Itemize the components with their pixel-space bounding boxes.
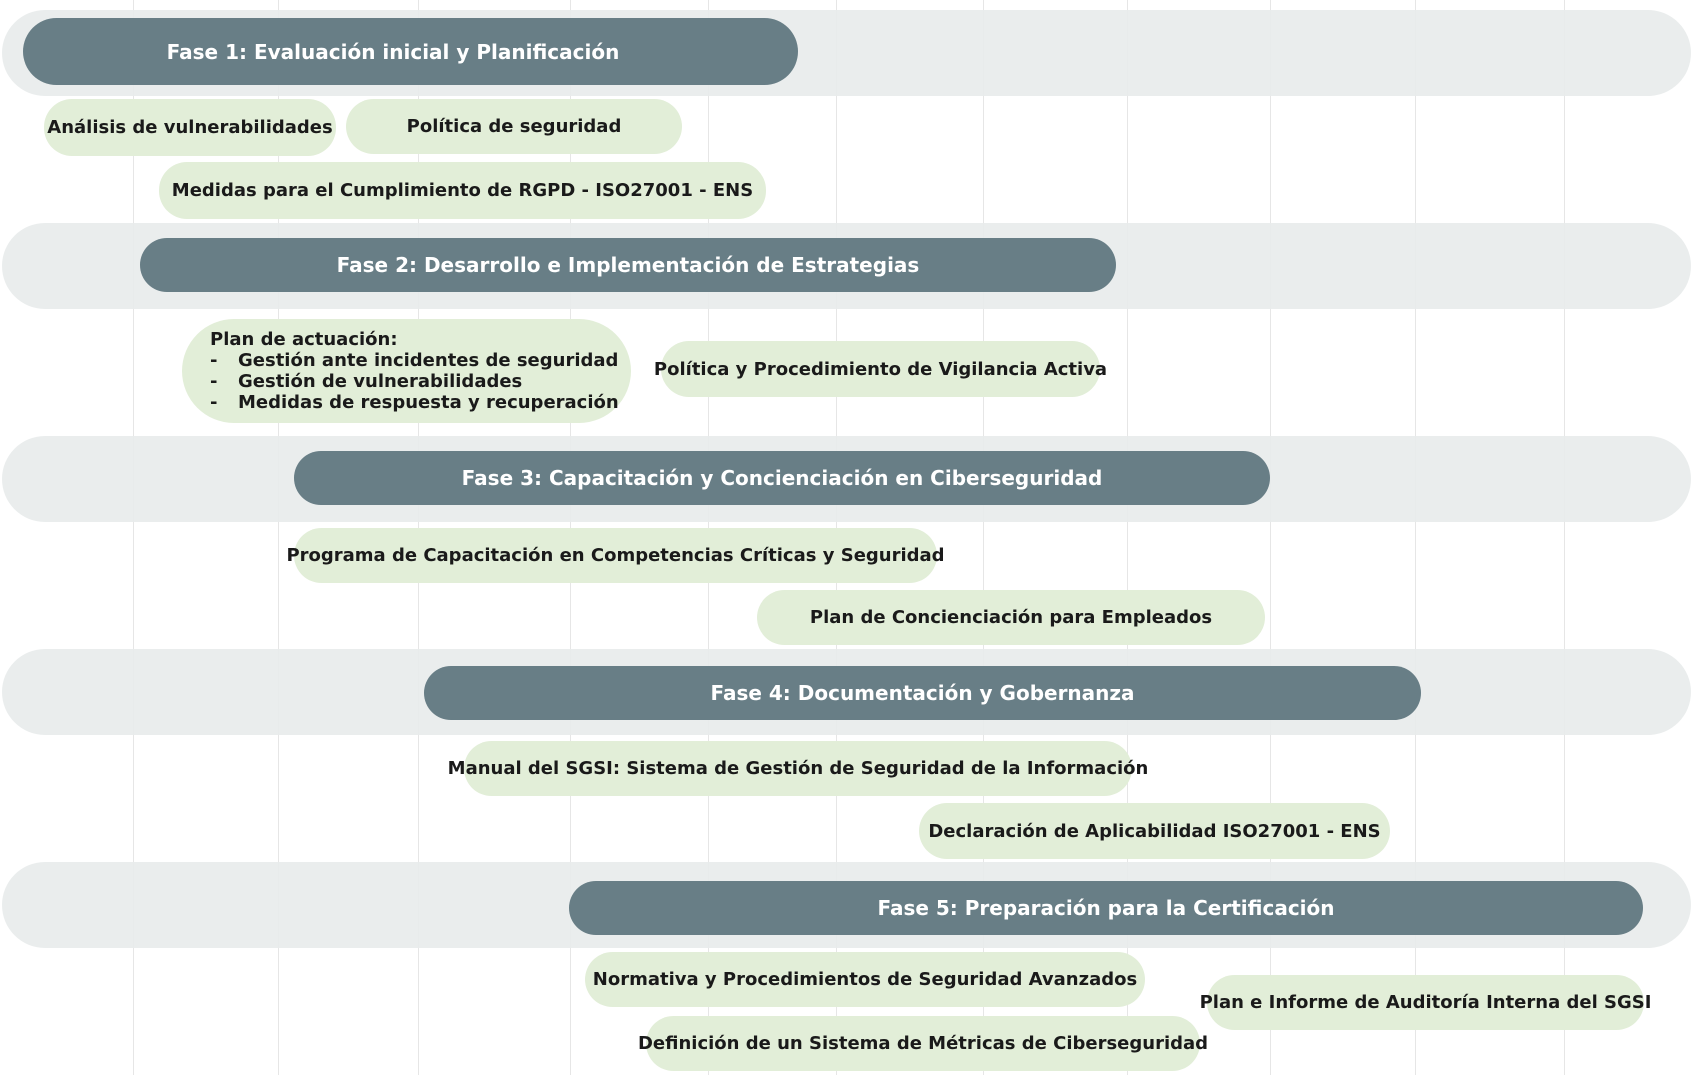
action-plan-title: Plan de actuación:	[210, 329, 398, 350]
gridline	[278, 0, 279, 1075]
phase-5-bar: Fase 5: Preparación para la Certificació…	[569, 881, 1643, 935]
task-awareness: Plan de Concienciación para Empleados	[757, 590, 1265, 645]
task-compliance: Medidas para el Cumplimiento de RGPD - I…	[159, 162, 766, 219]
task-applicability: Declaración de Aplicabilidad ISO27001 - …	[919, 803, 1390, 859]
action-plan-item-text: Gestión ante incidentes de seguridad	[238, 350, 619, 371]
gridline	[1127, 0, 1128, 1075]
action-plan-item: -Gestión de vulnerabilidades	[210, 371, 523, 392]
action-plan-item-text: Medidas de respuesta y recuperación	[238, 392, 619, 413]
task-metrics: Definición de un Sistema de Métricas de …	[638, 1016, 1208, 1071]
action-plan-item: -Medidas de respuesta y recuperación	[210, 392, 619, 413]
gridline	[133, 0, 134, 1075]
phase-4-bar: Fase 4: Documentación y Gobernanza	[424, 666, 1421, 720]
phase-3-bar: Fase 3: Capacitación y Concienciación en…	[294, 451, 1270, 505]
action-plan-item-text: Gestión de vulnerabilidades	[238, 371, 523, 392]
task-audit: Plan e Informe de Auditoría Interna del …	[1200, 975, 1651, 1030]
task-sgsi-manual: Manual del SGSI: Sistema de Gestión de S…	[448, 741, 1148, 796]
phase-2-bar: Fase 2: Desarrollo e Implementación de E…	[140, 238, 1116, 292]
task-action-plan: Plan de actuación: -Gestión ante inciden…	[182, 319, 631, 423]
task-training: Programa de Capacitación en Competencias…	[286, 528, 945, 583]
task-advanced-rules: Normativa y Procedimientos de Seguridad …	[585, 952, 1145, 1007]
gridline	[983, 0, 984, 1075]
task-vigilance: Política y Procedimiento de Vigilancia A…	[654, 341, 1107, 397]
gridline	[1270, 0, 1271, 1075]
task-vuln-analysis: Análisis de vulnerabilidades	[44, 99, 336, 156]
phase-1-bar: Fase 1: Evaluación inicial y Planificaci…	[23, 18, 798, 85]
task-security-policy: Política de seguridad	[346, 99, 682, 154]
action-plan-item: -Gestión ante incidentes de seguridad	[210, 350, 619, 371]
gridline	[1415, 0, 1416, 1075]
gridline	[1564, 0, 1565, 1075]
